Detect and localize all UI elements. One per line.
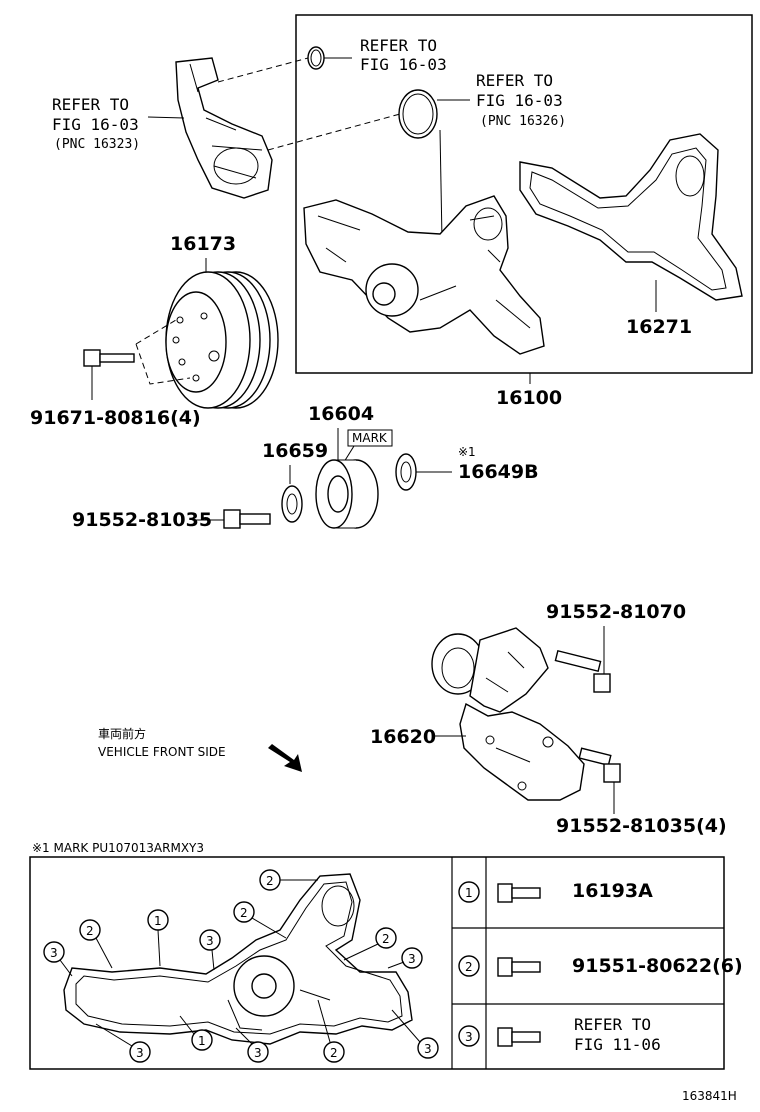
direction-label-en: VEHICLE FRONT SIDE <box>98 745 226 759</box>
ref-left-line2: FIG 16-03 <box>52 115 139 134</box>
note-star-1: ※1 <box>458 445 476 459</box>
svg-text:2: 2 <box>382 932 390 946</box>
callout-3-bottom-right: 3 <box>417 1037 439 1059</box>
ref-left-line3: (PNC 16323) <box>54 137 140 152</box>
legend-2-text: 91551-80622(6) <box>572 955 743 977</box>
legend-row-3: 3 REFER TO FIG 11-06 <box>458 1015 661 1054</box>
svg-text:3: 3 <box>254 1046 262 1060</box>
svg-text:1: 1 <box>198 1034 206 1048</box>
svg-text:1: 1 <box>465 886 473 900</box>
part-91552-81035-4-label: 91552-81035(4) <box>556 815 727 837</box>
pulley-bolt <box>83 349 135 367</box>
svg-text:2: 2 <box>465 960 473 974</box>
ref-mid-line3: (PNC 16326) <box>480 114 566 129</box>
svg-text:3: 3 <box>136 1046 144 1060</box>
svg-text:3: 3 <box>50 946 58 960</box>
legend-3-line2: FIG 11-06 <box>574 1035 661 1054</box>
part-16649B-label: 16649B <box>458 461 539 483</box>
belt-tensioner <box>431 627 585 801</box>
legend-3-line1: REFER TO <box>574 1015 651 1034</box>
svg-text:2: 2 <box>330 1046 338 1060</box>
idler-pulley <box>315 459 379 529</box>
o-ring-large <box>398 89 438 139</box>
svg-text:3: 3 <box>465 1030 473 1044</box>
tensioner-upper-bolt <box>554 649 611 693</box>
ref-left-line1: REFER TO <box>52 95 129 114</box>
part-16604-label: 16604 <box>308 403 374 425</box>
direction-label-jp: 車両前方 <box>98 726 146 741</box>
svg-text:2: 2 <box>86 924 94 938</box>
ref-mid-line2: FIG 16-03 <box>476 91 563 110</box>
water-inlet-pipe <box>175 57 273 199</box>
water-pump-gasket <box>519 133 743 301</box>
callout-1-top: 1 <box>147 909 169 931</box>
idler-plate-rear <box>395 453 417 491</box>
callout-2-left: 2 <box>79 919 101 941</box>
ref-mid-line1: REFER TO <box>476 71 553 90</box>
ref-top-line2: FIG 16-03 <box>360 55 447 74</box>
legend-row-1: 1 16193A <box>458 880 653 903</box>
mark-note: ※1 MARK PU107013ARMXY3 <box>32 841 204 855</box>
direction-arrow-icon <box>268 744 302 772</box>
callout-3-right: 3 <box>401 947 423 969</box>
callout-3-top: 3 <box>199 929 221 951</box>
mark-tag-text: MARK <box>352 431 388 445</box>
svg-text:3: 3 <box>408 952 416 966</box>
callout-1-bottom: 1 <box>191 1029 213 1051</box>
part-16659-label: 16659 <box>262 440 328 462</box>
ref-top-line1: REFER TO <box>360 36 437 55</box>
water-pump-body <box>303 195 545 355</box>
tensioner-lower-bolts <box>578 747 621 783</box>
svg-text:2: 2 <box>266 874 274 888</box>
svg-text:3: 3 <box>424 1042 432 1056</box>
part-91552-81035-label: 91552-81035 <box>72 509 212 531</box>
part-16620-label: 16620 <box>370 726 436 748</box>
legend-1-text: 16193A <box>572 880 653 902</box>
water-pump-pulley <box>165 271 279 409</box>
part-16100-label: 16100 <box>496 387 562 409</box>
mark-tag <box>347 429 393 447</box>
figure-id: 163841H <box>682 1089 737 1103</box>
callout-2-right: 2 <box>375 927 397 949</box>
callout-2-bottom: 2 <box>323 1041 345 1063</box>
callout-2-upper: 2 <box>259 869 281 891</box>
part-16271-label: 16271 <box>626 316 692 338</box>
part-91552-81070-label: 91552-81070 <box>546 601 686 623</box>
callout-group: 3 2 1 3 2 2 2 3 1 3 3 2 3 <box>43 869 439 1063</box>
svg-text:2: 2 <box>240 906 248 920</box>
callout-3-left: 3 <box>43 941 65 963</box>
pump-bolt-layout-sketch <box>63 873 413 1045</box>
part-16173-label: 16173 <box>170 233 236 255</box>
callout-3-bottom-left: 3 <box>129 1041 151 1063</box>
bolt-layout-frame <box>29 856 725 1070</box>
callout-3-bottom-mid: 3 <box>247 1041 269 1063</box>
svg-text:3: 3 <box>206 934 214 948</box>
idler-plate-front <box>281 485 303 523</box>
svg-text:1: 1 <box>154 914 162 928</box>
part-91671-label: 91671-80816(4) <box>30 407 201 429</box>
legend-row-2: 2 91551-80622(6) <box>458 955 743 977</box>
water-pump-assembly-frame <box>295 14 753 374</box>
callout-2-center: 2 <box>233 901 255 923</box>
idler-bolt <box>223 509 271 529</box>
